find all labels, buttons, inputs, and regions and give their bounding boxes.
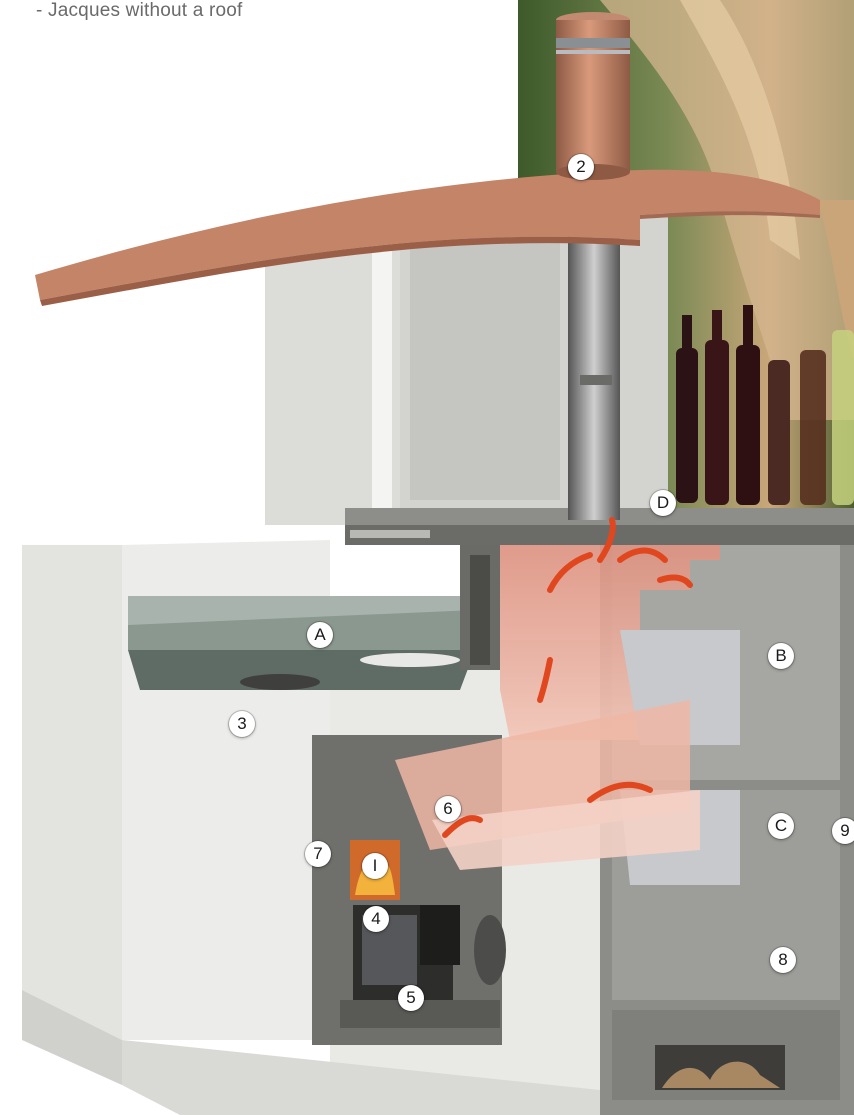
marker-9: 9 — [832, 818, 854, 844]
marker-7: 7 — [305, 841, 331, 867]
marker-8: 8 — [770, 947, 796, 973]
marker-D: D — [650, 490, 676, 516]
chimney — [556, 12, 630, 180]
marker-C: C — [768, 813, 794, 839]
marker-6: 6 — [435, 796, 461, 822]
marker-1: I — [362, 853, 388, 879]
marker-A: A — [307, 622, 333, 648]
marker-2: 2 — [568, 154, 594, 180]
wood-store — [655, 1045, 785, 1090]
marker-5: 5 — [398, 985, 424, 1011]
hotplate — [128, 596, 475, 690]
marker-4: 4 — [363, 906, 389, 932]
marker-3: 3 — [229, 711, 255, 737]
marker-B: B — [768, 643, 794, 669]
